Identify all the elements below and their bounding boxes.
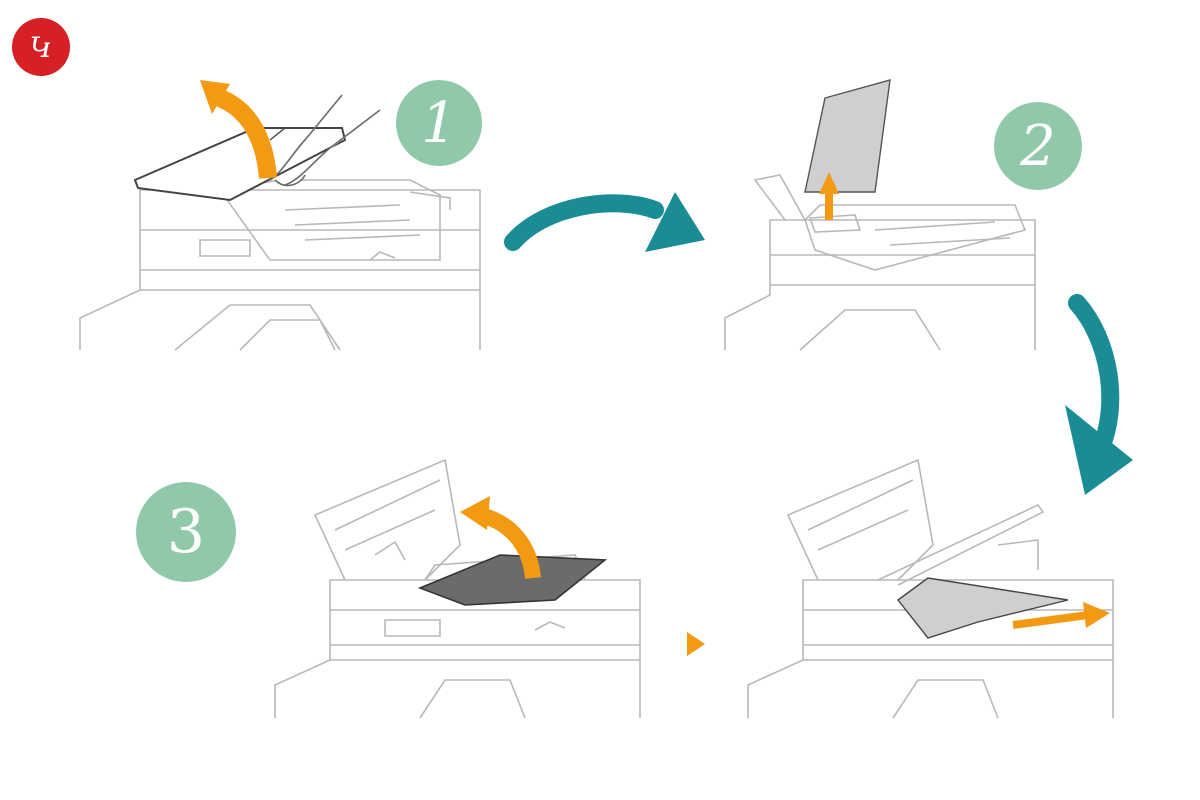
flow-arrow-1-to-2 — [504, 192, 705, 252]
feeder-cover — [133, 127, 347, 202]
step-3a-illustration — [274, 458, 641, 719]
step-1-badge: 1 — [396, 80, 482, 166]
flow-arrow-2-to-3 — [1065, 294, 1133, 495]
step-1-number: 1 — [421, 90, 457, 156]
step-3-badge: 3 — [136, 482, 236, 582]
remove-paper-arrow — [819, 172, 839, 220]
pull-paper-arrow — [1012, 602, 1110, 629]
inner-guide-panel — [417, 554, 608, 606]
step-3b-illustration — [747, 458, 1114, 719]
lift-cover-arrow — [200, 80, 277, 179]
hand-illustration — [269, 94, 381, 187]
step-2-number: 2 — [1020, 113, 1056, 179]
brand-logo-icon: Կ — [12, 18, 70, 76]
jammed-paper — [897, 577, 1069, 639]
step-2-illustration — [724, 79, 1036, 351]
step-3-number: 3 — [166, 497, 206, 567]
jammed-paper — [804, 79, 891, 193]
triangle-play-icon — [687, 632, 705, 656]
open-guide-arrow — [460, 496, 541, 580]
brand-logo-text: Կ — [29, 30, 53, 64]
step-2-badge: 2 — [994, 102, 1082, 190]
step-1-illustration — [79, 80, 481, 351]
